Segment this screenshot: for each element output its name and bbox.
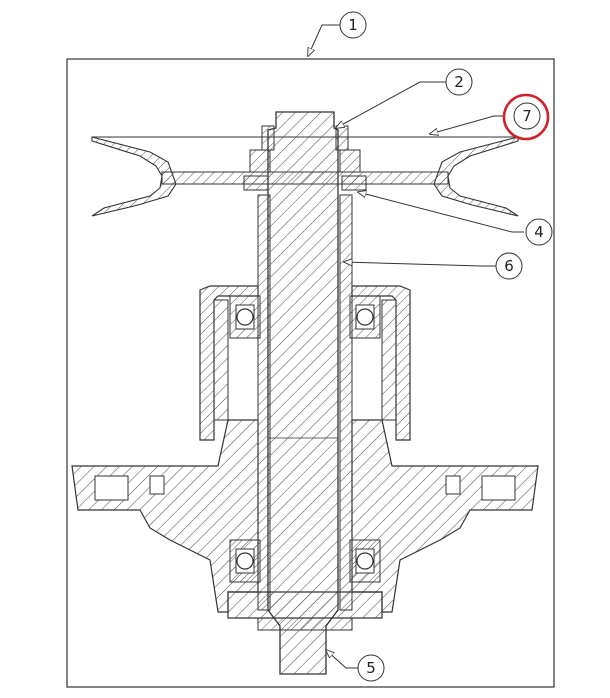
callout-4-label: 4 <box>534 223 544 241</box>
lower-bearing-right <box>349 539 381 583</box>
callout-7-highlight-ring <box>502 93 550 141</box>
spindle-shaft <box>267 111 339 675</box>
callout-5: 5 <box>357 654 385 682</box>
callout-6: 6 <box>495 252 523 280</box>
callout-7: 7 <box>502 93 550 141</box>
upper-bearing-left <box>229 295 261 339</box>
callout-5-label: 5 <box>366 659 376 677</box>
callout-7-label: 7 <box>522 107 532 125</box>
callout-4: 4 <box>525 218 553 246</box>
callout-leaders <box>308 24 524 669</box>
drawing-frame <box>66 58 555 688</box>
spindle-cap <box>199 285 411 441</box>
lower-bearing-left <box>229 539 261 583</box>
callout-1: 1 <box>339 11 367 39</box>
upper-bearing-right <box>349 295 381 339</box>
callout-6-label: 6 <box>504 257 514 275</box>
callout-2-label: 2 <box>454 73 464 91</box>
spacer-tube <box>257 194 353 611</box>
callout-2: 2 <box>445 68 473 96</box>
callout-1-label: 1 <box>348 16 358 34</box>
